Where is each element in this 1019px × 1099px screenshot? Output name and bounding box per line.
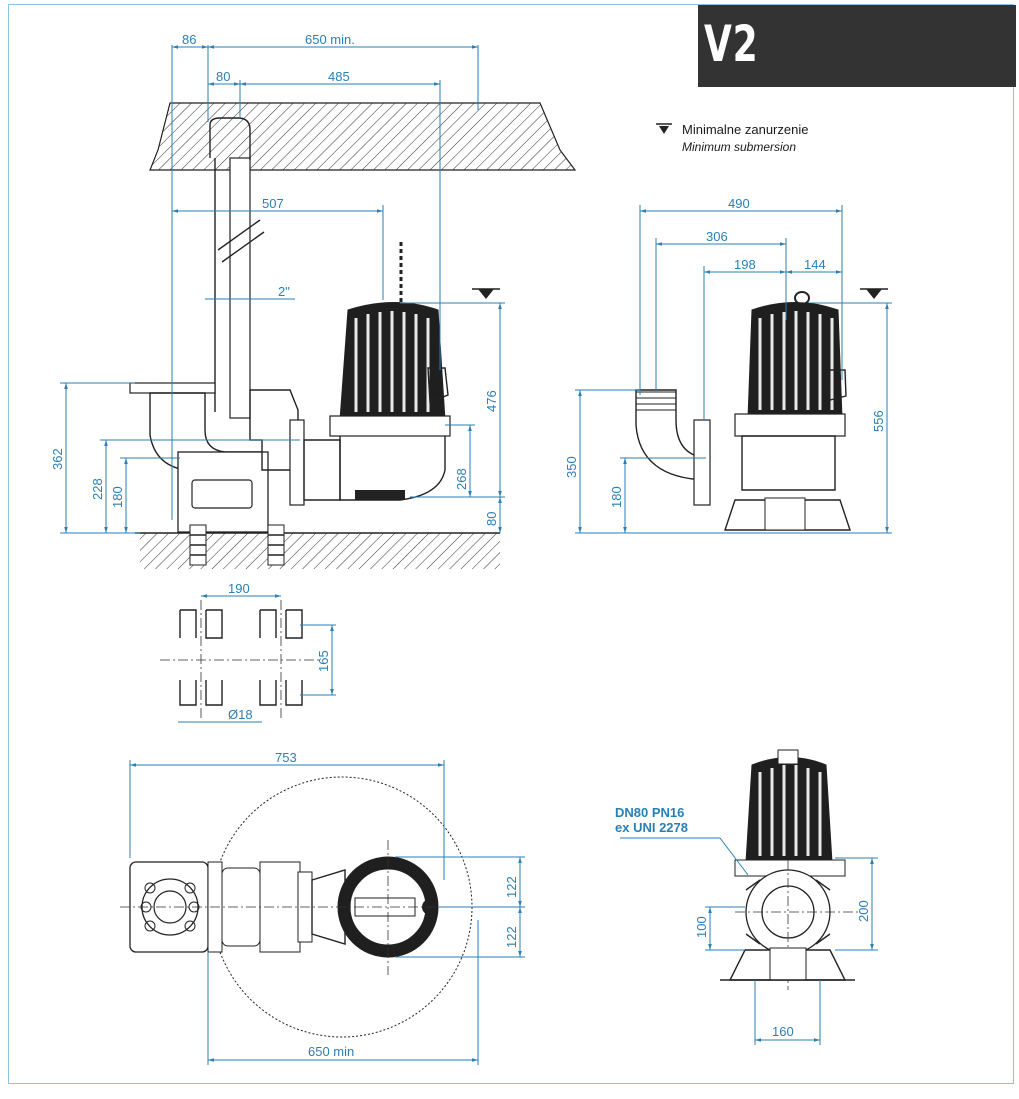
dim-228: 228 [90,478,105,500]
dim-556: 556 [871,410,886,432]
dim-160: 160 [772,1024,794,1039]
dim-80-top: 80 [216,69,230,84]
dim-490: 490 [728,196,750,211]
dim-268: 268 [454,468,469,490]
front-view-labels: 490 306 198 144 556 350 180 [564,196,886,508]
dim-507: 507 [262,196,284,211]
dim-144: 144 [804,257,826,272]
ceiling-slab [149,102,577,171]
legend-line-1: Minimalne zanurzenie [682,122,809,137]
dim-476: 476 [484,390,499,412]
dim-180: 180 [110,486,125,508]
dim-350: 350 [564,456,579,478]
dim-100: 100 [694,916,709,938]
dim-753: 753 [275,750,297,765]
dim-190: 190 [228,581,250,596]
dim-485: 485 [328,69,350,84]
flange-note-line-1: DN80 PN16 [615,805,685,820]
flange-note-line-2: ex UNI 2278 [615,820,688,835]
legend-line-2: Minimum submersion [682,140,797,154]
dim-122-top: 122 [504,876,519,898]
foot-detail [160,594,336,723]
front-view [575,205,892,534]
foot-detail-labels: 190 165 Ø18 [228,581,331,722]
plan-view [120,760,525,1065]
dim-165: 165 [316,650,331,672]
dim-306: 306 [706,229,728,244]
dim-2in: 2" [278,284,290,299]
dim-198: 198 [734,257,756,272]
dim-180-front: 180 [609,486,624,508]
end-view [620,749,878,1045]
plan-view-labels: 753 122 122 650 min [275,750,519,1059]
model-title: V2 [704,15,759,73]
dim-650-min: 650 min. [305,32,355,47]
flange-note: DN80 PN16 ex UNI 2278 [615,805,688,835]
dim-650-min-plan: 650 min [308,1044,354,1059]
end-view-labels: 200 100 160 [694,900,871,1039]
discharge-pipe [229,157,251,419]
min-water-level-triangle-icon [656,123,672,134]
dim-122-bottom: 122 [504,926,519,948]
side-view-labels: 86 650 min. 80 485 507 2" 476 362 228 18… [50,32,499,526]
side-view [60,45,577,569]
model-badge: V2 [698,5,1016,87]
dim-200: 200 [856,900,871,922]
dim-362: 362 [50,448,65,470]
dim-80-bottom: 80 [484,512,499,526]
dim-18: Ø18 [228,707,253,722]
dim-86: 86 [182,32,196,47]
